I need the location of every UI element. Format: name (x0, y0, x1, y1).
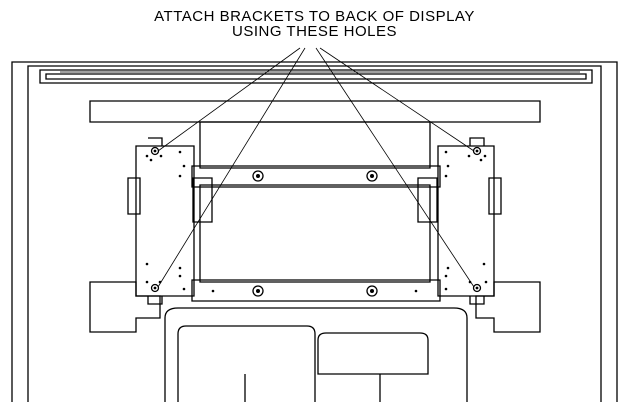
center-panel (199, 121, 431, 283)
right-bracket (437, 137, 495, 305)
annotation-line-1: ATTACH BRACKETS TO BACK OF DISPLAY (154, 8, 475, 25)
display-housing (11, 61, 618, 402)
leader-lines (157, 47, 475, 288)
crossbar-top (191, 165, 441, 188)
lower-left-block (89, 281, 161, 333)
annotation-line-2: USING THESE HOLES (232, 23, 397, 40)
crossbar-bottom (191, 279, 441, 302)
upper-plate (89, 100, 541, 123)
bottom-housing (164, 307, 468, 402)
left-bracket (135, 137, 195, 305)
lower-right-block (475, 281, 541, 333)
